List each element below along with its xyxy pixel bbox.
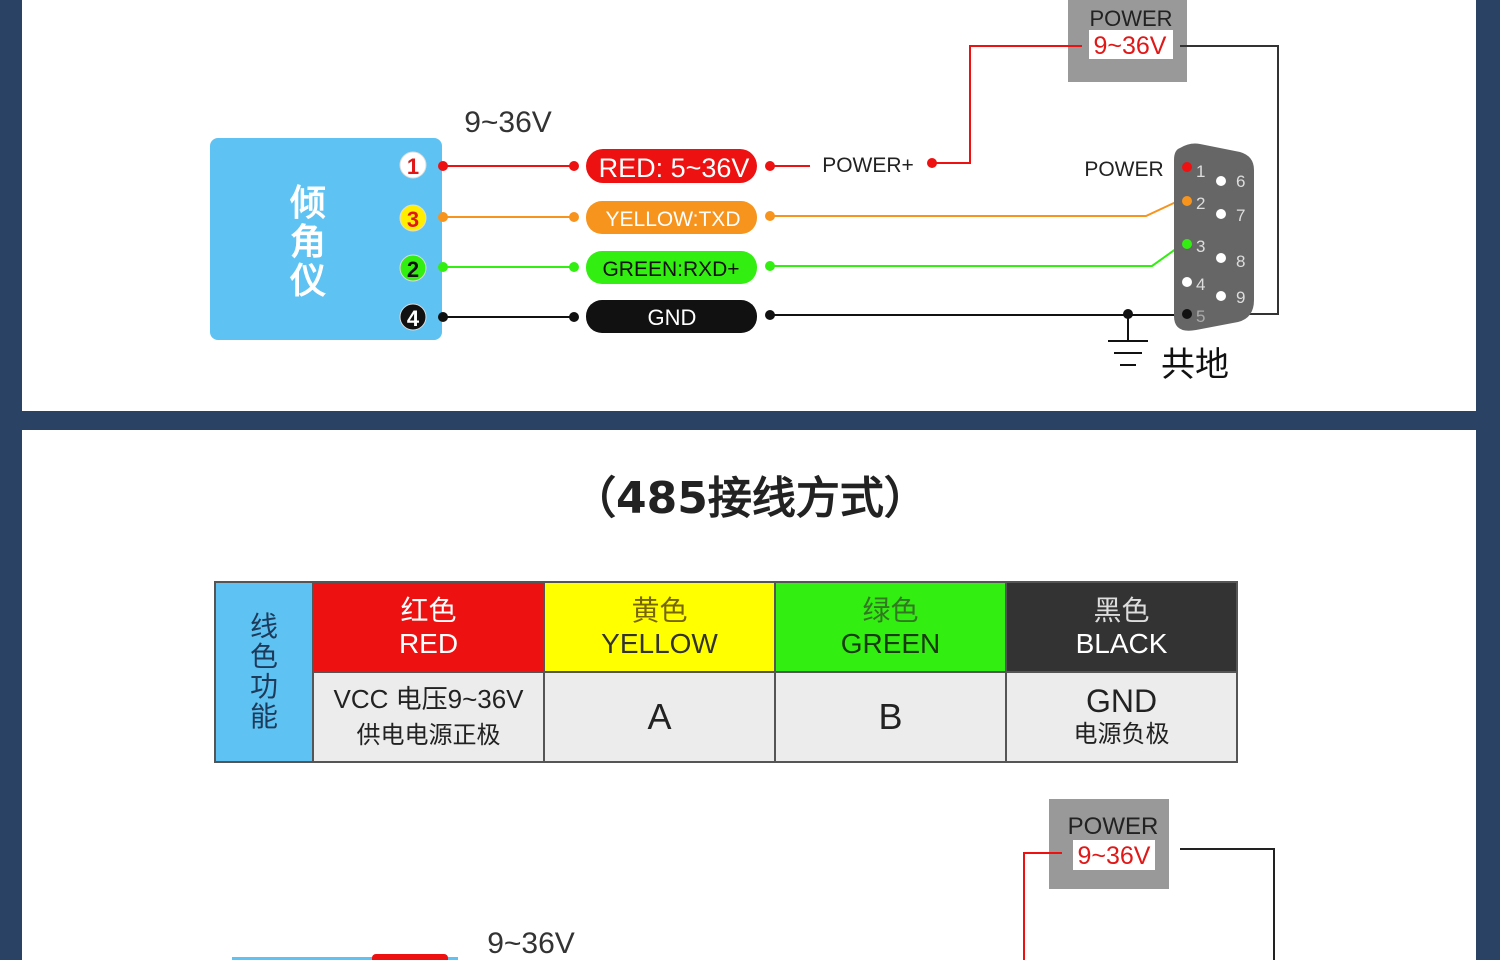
power-plus-wire-bottom — [1023, 852, 1062, 960]
header-yellow: 黄色 YELLOW — [543, 581, 776, 673]
svg-text:2: 2 — [1196, 194, 1205, 213]
power-supply-voltage-bottom: 9~36V — [1078, 842, 1151, 870]
sensor-label-char: 仪 — [289, 261, 326, 302]
wire-label-yellow: YELLOW:TXD — [606, 208, 741, 231]
wire-label-gnd: GND — [648, 305, 697, 330]
sensor-box-bottom — [232, 957, 458, 960]
svg-text:8: 8 — [1236, 252, 1245, 271]
pin-3-yellow: 3 YELLOW:TXD — [399, 201, 1177, 234]
svg-text:3: 3 — [1196, 237, 1205, 256]
sensor-label-char: 倾 — [289, 183, 326, 224]
ground-label: 共地 — [1161, 345, 1229, 385]
power-return-wire-bottom — [1180, 848, 1275, 960]
svg-text:5: 5 — [1196, 307, 1205, 326]
sensor-label-char: 角 — [290, 222, 326, 263]
svg-text:6: 6 — [1236, 172, 1245, 191]
pin-2-green: 2 GREEN:RXD+ — [399, 245, 1181, 284]
function-green: B — [774, 671, 1007, 763]
header-red: 红色 RED — [312, 581, 545, 673]
svg-text:1: 1 — [407, 154, 419, 179]
power-supply-voltage-box-bottom — [1073, 840, 1155, 870]
rs485-wiring-diagram: POWER 9~36V 9~36V — [232, 799, 1275, 960]
row-header: 线 色 功 能 — [214, 581, 314, 763]
wire-label-green: GREEN:RXD+ — [602, 258, 739, 281]
svg-text:7: 7 — [1236, 206, 1245, 225]
power-supply-voltage: 9~36V — [1094, 32, 1167, 60]
power-supply-title-bottom: POWER — [1068, 813, 1159, 840]
voltage-label-bottom: 9~36V — [487, 927, 575, 960]
power-plus-label: POWER+ — [822, 154, 914, 177]
header-green: 绿色 GREEN — [774, 581, 1007, 673]
header-black: 黑色 BLACK — [1005, 581, 1238, 673]
svg-text:2: 2 — [407, 257, 419, 282]
svg-text:1: 1 — [1196, 162, 1205, 181]
rs232-wiring-panel: POWER 9~36V 倾 角 仪 9~36V 1 RED: 5~36V POW… — [22, 0, 1476, 411]
power-supply-title: POWER — [1089, 6, 1172, 31]
svg-text:9: 9 — [1236, 288, 1245, 307]
svg-text:3: 3 — [407, 207, 419, 232]
db9-connector: POWER 1 2 3 4 5 6 7 8 9 — [1084, 143, 1254, 331]
pin-4-black: 4 GND — [399, 300, 1190, 333]
power-plus-wire — [932, 45, 1082, 164]
voltage-label: 9~36V — [464, 106, 552, 139]
wire-label-red: RED: 5~36V — [599, 153, 750, 183]
svg-text:4: 4 — [407, 306, 420, 331]
power-supply-voltage-box — [1089, 30, 1173, 59]
pin-1-red: 1 RED: 5~36V POWER+ — [399, 149, 937, 183]
wire-label-red-bottom — [372, 954, 448, 960]
sensor-box — [210, 138, 442, 340]
wire-color-table: 线 色 功 能 红色 RED 黄色 YELLOW 绿色 GREEN 黑色 BLA… — [214, 581, 1238, 763]
ground-icon — [1108, 309, 1148, 366]
section-title: （485接线方式） — [572, 473, 928, 524]
function-red: VCC 电压9~36V 供电电源正极 — [312, 671, 545, 763]
function-black: GND 电源负极 — [1005, 671, 1238, 763]
db9-power-label: POWER — [1084, 158, 1163, 181]
rs232-wiring-diagram: POWER 9~36V 倾 角 仪 9~36V 1 RED: 5~36V POW… — [210, 0, 1279, 385]
svg-text:4: 4 — [1196, 275, 1205, 294]
function-yellow: A — [543, 671, 776, 763]
